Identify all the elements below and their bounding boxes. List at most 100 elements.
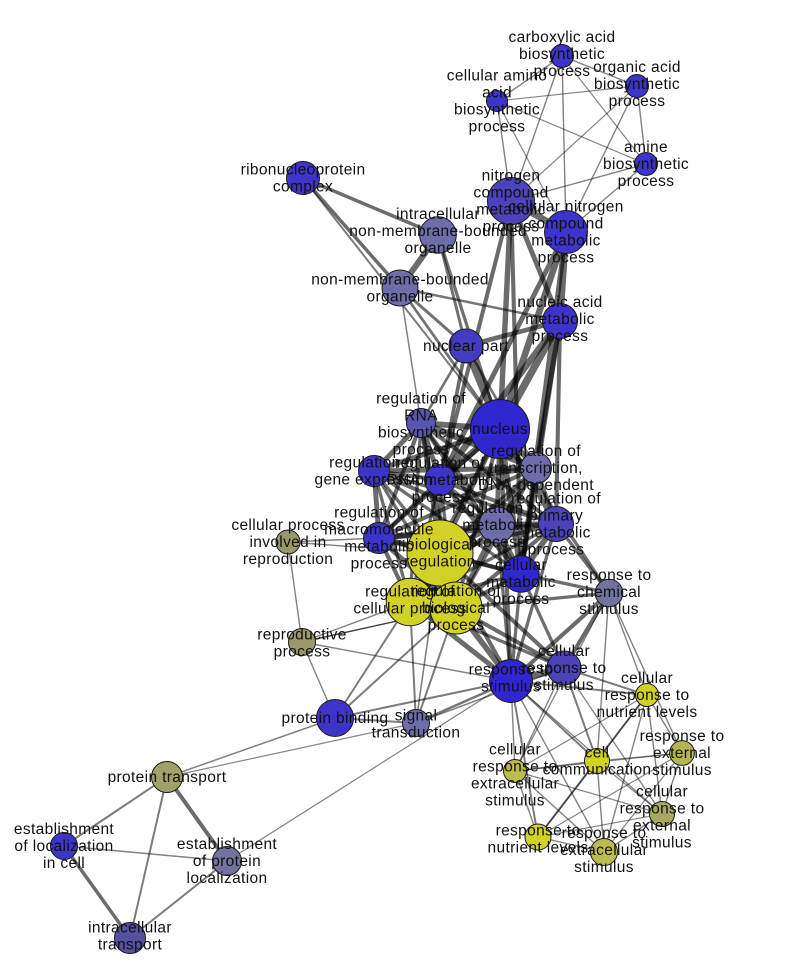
svg-text:process: process bbox=[469, 534, 526, 551]
svg-text:cellular: cellular bbox=[621, 670, 673, 687]
svg-text:biosynthetic: biosynthetic bbox=[378, 425, 464, 442]
svg-text:regulation of: regulation of bbox=[395, 455, 485, 472]
svg-text:process: process bbox=[428, 617, 485, 634]
svg-text:response to: response to bbox=[640, 728, 725, 745]
svg-text:metabolic: metabolic bbox=[476, 202, 546, 219]
svg-text:regulation of: regulation of bbox=[452, 500, 542, 517]
svg-text:cellular amino: cellular amino bbox=[447, 68, 548, 85]
svg-text:biological: biological bbox=[422, 600, 490, 617]
svg-text:process: process bbox=[609, 93, 666, 110]
svg-text:chemical: chemical bbox=[577, 584, 641, 601]
svg-text:DNA-dependent: DNA-dependent bbox=[478, 477, 594, 494]
svg-text:acid: acid bbox=[482, 85, 512, 102]
svg-text:protein binding: protein binding bbox=[282, 710, 389, 727]
svg-text:cellular process: cellular process bbox=[353, 601, 466, 618]
svg-text:regulation of: regulation of bbox=[511, 491, 601, 508]
svg-text:process: process bbox=[393, 442, 450, 459]
svg-text:metabolic: metabolic bbox=[525, 311, 595, 328]
svg-text:cellular: cellular bbox=[538, 643, 590, 660]
svg-text:process: process bbox=[618, 173, 675, 190]
svg-text:organic acid: organic acid bbox=[593, 59, 681, 76]
svg-text:RNA metabolic: RNA metabolic bbox=[386, 472, 493, 489]
svg-text:extracellular: extracellular bbox=[560, 842, 648, 859]
svg-text:response to: response to bbox=[620, 801, 705, 818]
svg-text:regulation: regulation bbox=[404, 554, 476, 571]
svg-text:compound: compound bbox=[473, 185, 548, 202]
svg-text:complex: complex bbox=[273, 179, 333, 196]
svg-text:in cell: in cell bbox=[43, 855, 85, 872]
svg-text:of localization: of localization bbox=[14, 838, 113, 855]
svg-text:reproductive: reproductive bbox=[257, 627, 347, 644]
svg-text:response to: response to bbox=[605, 687, 690, 704]
svg-text:response to: response to bbox=[522, 660, 607, 677]
svg-text:nucleic acid: nucleic acid bbox=[517, 294, 602, 311]
svg-text:carboxylic acid: carboxylic acid bbox=[509, 29, 616, 46]
svg-text:macromolecule: macromolecule bbox=[324, 522, 434, 539]
svg-text:cellular nitrogen: cellular nitrogen bbox=[508, 199, 623, 216]
svg-text:reproduction: reproduction bbox=[243, 551, 333, 568]
svg-text:biosynthetic: biosynthetic bbox=[454, 102, 540, 119]
svg-text:cellular: cellular bbox=[489, 742, 541, 759]
svg-text:biosynthetic: biosynthetic bbox=[519, 46, 605, 63]
svg-text:protein transport: protein transport bbox=[108, 769, 227, 786]
svg-text:metabolic: metabolic bbox=[344, 539, 414, 556]
svg-text:process: process bbox=[493, 591, 550, 608]
svg-text:response to: response to bbox=[496, 823, 581, 840]
svg-text:of protein: of protein bbox=[193, 853, 261, 870]
svg-text:stimulus: stimulus bbox=[652, 762, 712, 779]
svg-text:non-membrane-bounded: non-membrane-bounded bbox=[311, 272, 489, 289]
svg-text:stimulus: stimulus bbox=[481, 679, 541, 696]
svg-text:process: process bbox=[274, 644, 331, 661]
svg-text:process: process bbox=[528, 542, 585, 559]
svg-text:transduction: transduction bbox=[372, 725, 461, 742]
svg-text:communication: communication bbox=[543, 762, 652, 779]
svg-text:nuclear part: nuclear part bbox=[423, 338, 509, 355]
svg-text:external: external bbox=[653, 745, 711, 762]
svg-text:stimulus: stimulus bbox=[574, 859, 634, 876]
svg-text:biosynthetic: biosynthetic bbox=[594, 76, 680, 93]
svg-text:organelle: organelle bbox=[405, 240, 472, 257]
svg-text:nutrient levels: nutrient levels bbox=[488, 840, 589, 857]
svg-text:process: process bbox=[469, 119, 526, 136]
svg-text:compound: compound bbox=[528, 216, 603, 233]
svg-text:involved in: involved in bbox=[249, 534, 326, 551]
svg-text:stimulus: stimulus bbox=[534, 677, 594, 694]
svg-text:process: process bbox=[532, 328, 589, 345]
svg-text:establishment: establishment bbox=[177, 836, 278, 853]
svg-text:non-membrane-bounded: non-membrane-bounded bbox=[349, 223, 527, 240]
svg-text:transcription,: transcription, bbox=[489, 460, 583, 477]
svg-text:biological: biological bbox=[406, 537, 474, 554]
svg-text:process: process bbox=[483, 219, 540, 236]
svg-text:metabolic: metabolic bbox=[486, 574, 556, 591]
svg-text:external: external bbox=[633, 818, 691, 835]
svg-text:nutrient levels: nutrient levels bbox=[597, 704, 698, 721]
svg-text:primary: primary bbox=[529, 508, 583, 525]
svg-text:process: process bbox=[351, 556, 408, 573]
svg-text:nitrogen: nitrogen bbox=[482, 168, 541, 185]
svg-text:regulation of: regulation of bbox=[329, 455, 419, 472]
svg-text:response to: response to bbox=[473, 759, 558, 776]
svg-text:gene expression: gene expression bbox=[315, 472, 434, 489]
svg-text:amine: amine bbox=[624, 139, 668, 156]
svg-text:intracellular: intracellular bbox=[88, 920, 172, 937]
svg-text:stimulus: stimulus bbox=[632, 835, 692, 852]
svg-text:ribonucleoprotein: ribonucleoprotein bbox=[241, 162, 366, 179]
svg-text:stimulus: stimulus bbox=[579, 601, 639, 618]
svg-text:regulation of: regulation of bbox=[491, 443, 581, 460]
svg-text:signal: signal bbox=[395, 708, 438, 725]
svg-text:metabolic: metabolic bbox=[462, 517, 532, 534]
svg-text:regulation of: regulation of bbox=[334, 505, 424, 522]
svg-text:establishment: establishment bbox=[14, 821, 115, 838]
svg-text:extracellular: extracellular bbox=[471, 776, 559, 793]
svg-text:cell: cell bbox=[585, 745, 610, 762]
svg-text:process: process bbox=[538, 250, 595, 267]
svg-text:response to: response to bbox=[469, 662, 554, 679]
svg-text:cellular process: cellular process bbox=[231, 517, 344, 534]
svg-text:response to: response to bbox=[562, 825, 647, 842]
svg-text:regulation of: regulation of bbox=[376, 391, 466, 408]
svg-text:cellular: cellular bbox=[636, 784, 688, 801]
svg-text:process: process bbox=[412, 489, 469, 506]
svg-text:response to: response to bbox=[567, 567, 652, 584]
svg-text:regulation of: regulation of bbox=[365, 584, 455, 601]
svg-text:intracellular: intracellular bbox=[396, 206, 480, 223]
